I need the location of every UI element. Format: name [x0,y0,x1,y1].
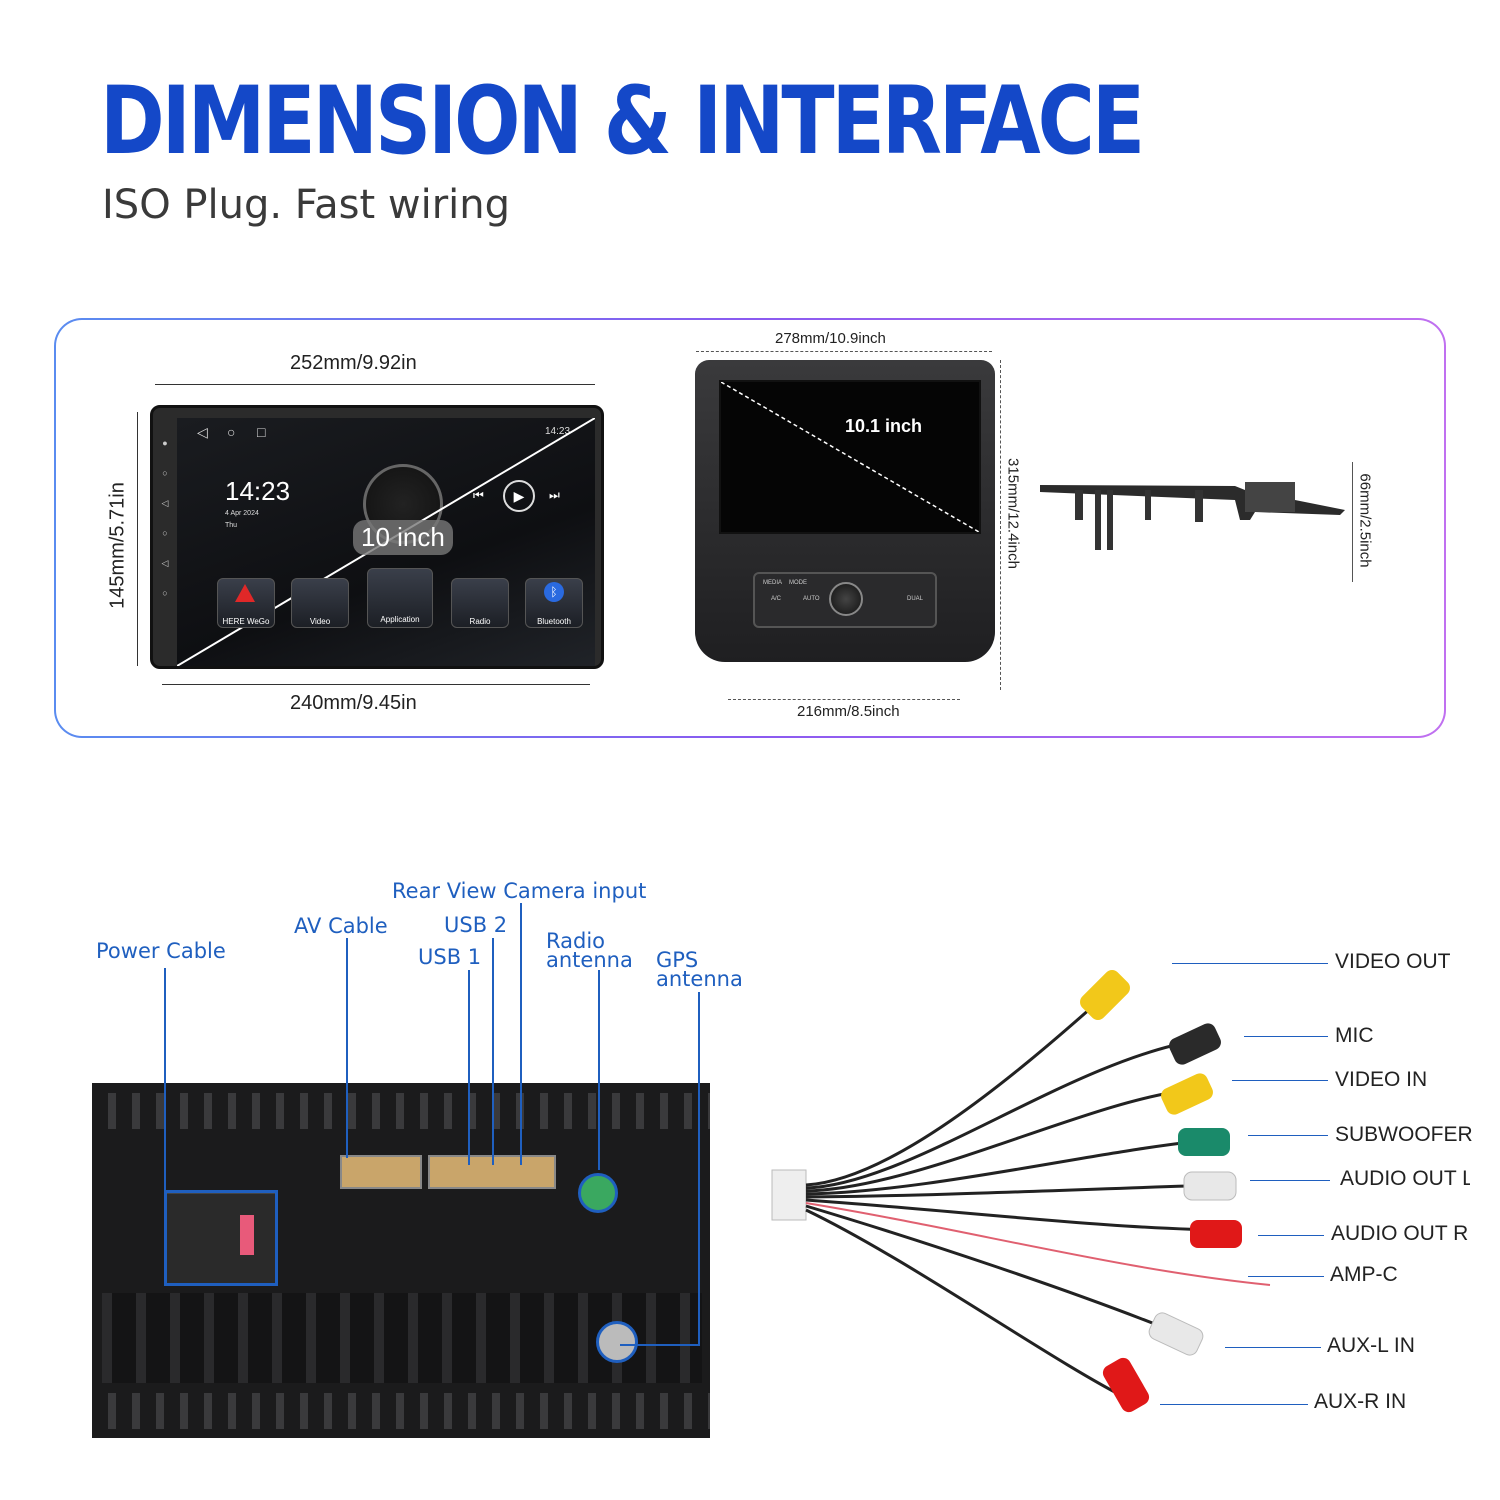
aux-l-pointer [1225,1347,1321,1348]
radio-antenna-label-1: Radio [546,929,606,953]
screen-display: ◁ ○ □ 14:23 14:23 4 Apr 2024 Thu ▶ ⏮ ⏭ 1… [177,418,595,666]
app-label: Video [309,617,331,626]
av-connector [340,1155,422,1189]
side-button-column: ● ○ ◁ ○ ◁ ○ [161,438,169,598]
screen-width-top-label: 252mm/9.92in [290,352,417,374]
app-label: Radio [469,617,491,626]
back-icon: ◁ [197,424,208,440]
video-in-label: VIDEO IN [1335,1068,1428,1091]
gps-leader-line [698,992,700,1346]
dual-label: DUAL [907,596,924,602]
home-icon: ○ [227,424,236,440]
screen-size-badge: 10 inch [353,520,453,555]
iso-connector [166,1193,278,1285]
auto-label: AUTO [803,596,820,602]
height-line [137,412,138,666]
media-label: MEDIA [763,580,783,586]
video-out-pointer [1172,963,1328,964]
date: 4 Apr 2024 [225,510,259,517]
depth-line [1352,462,1353,582]
screen-width-bottom-label: 240mm/9.45in [290,692,417,714]
app-label: Application [380,615,420,624]
frame-side-profile [1040,482,1345,550]
aux-r-label: AUX-R IN [1314,1390,1407,1413]
mic-label: MIC [1335,1024,1374,1047]
app-tile-application[interactable]: Application [367,568,433,628]
gps-leader-line-h [620,1344,700,1346]
usb1-label: USB 1 [418,945,482,969]
power-highlight-box [164,1190,278,1286]
rear-vent-row [92,1093,710,1129]
page-subtitle: ISO Plug. Fast wiring [102,182,511,228]
screen-height-label: 145mm/5.71in [106,482,129,609]
aux-l-label: AUX-L IN [1327,1334,1415,1357]
frame-height-label: 315mm/12.4inch [1004,458,1022,569]
fuse-icon [240,1215,254,1255]
audio-out-r-pointer [1258,1235,1324,1236]
status-time: 14:23 [545,426,571,437]
page-title: DIMENSION & INTERFACE [100,68,1145,176]
rear-vent-row-bottom [92,1393,710,1429]
usb2-label: USB 2 [444,913,508,937]
play-button[interactable]: ▶ [503,480,535,512]
frame-bottom-line [728,699,960,700]
app-tile-radio[interactable]: Radio [451,578,509,628]
top-width-line [155,384,595,385]
audio-out-l-pointer [1250,1180,1330,1181]
rca-harness [771,970,1271,1413]
recents-icon: □ [257,424,266,440]
prev-track-icon[interactable]: ⏮ [473,488,484,502]
video-in-pointer [1232,1080,1328,1081]
climate-knob[interactable] [829,582,863,616]
mic-pointer [1244,1036,1328,1037]
depth-label: 66mm/2.5inch [1356,473,1374,568]
navigation-icon [235,584,255,602]
next-track-icon[interactable]: ⏭ [549,488,560,502]
power-leader-line [164,968,166,1190]
frame-height-line [1000,360,1001,690]
bottom-width-line [162,684,590,685]
frame-top-line [696,351,992,352]
head-unit-screen: ◁ ○ □ 14:23 14:23 4 Apr 2024 Thu ▶ ⏮ ⏭ 1… [150,405,604,669]
frame-screen: 10.1 inch [719,380,981,534]
app-label: Bluetooth [537,617,571,626]
amp-c-label: AMP-C [1330,1263,1398,1286]
radio-antenna-label-2: antenna [546,948,633,972]
frame-width-top-label: 278mm/10.9inch [775,330,886,347]
ac-label: A/C [771,596,782,602]
amp-c-pointer [1248,1276,1324,1277]
climate-panel: MEDIA MODE A/C AUTO DUAL [753,572,937,628]
subwoofer-label: SUBWOOFER [1335,1123,1473,1146]
av-leader-line [346,938,348,1158]
audio-out-r-label: AUDIO OUT R [1331,1222,1469,1245]
dash-frame: 10.1 inch MEDIA MODE A/C AUTO DUAL [695,360,995,662]
radio-leader-line [598,970,600,1170]
rear-camera-label: Rear View Camera input [392,879,647,903]
frame-screen-size: 10.1 inch [845,416,923,436]
rear-panel [92,1083,710,1438]
subwoofer-pointer [1248,1135,1328,1136]
frame-width-bottom-label: 216mm/8.5inch [797,703,900,720]
app-label: HERE WeGo [222,617,270,626]
radio-antenna-port [596,1321,638,1363]
audio-out-l-text: AUDIO OUT L [1340,1167,1470,1190]
usb1-leader-line [468,970,470,1165]
gps-antenna-label-2: antenna [656,967,743,991]
day: Thu [225,522,238,529]
power-cable-label: Power Cable [96,939,226,963]
mode-label: MODE [789,580,807,586]
gps-antenna-port [578,1173,618,1213]
app-tile-video[interactable]: Video [291,578,349,628]
usb2-leader-line [492,938,494,1165]
clock: 14:23 [225,476,291,506]
gps-antenna-label-1: GPS [656,948,699,972]
frame-diagonal [721,382,979,532]
bluetooth-icon: ᛒ [544,582,564,602]
aux-r-pointer [1160,1404,1308,1405]
camera-leader-line [520,903,522,1165]
audio-out-l-label: AUDIO OUT L [1340,1167,1470,1191]
video-out-label: VIDEO OUT [1335,950,1451,973]
av-cable-label: AV Cable [294,914,388,938]
